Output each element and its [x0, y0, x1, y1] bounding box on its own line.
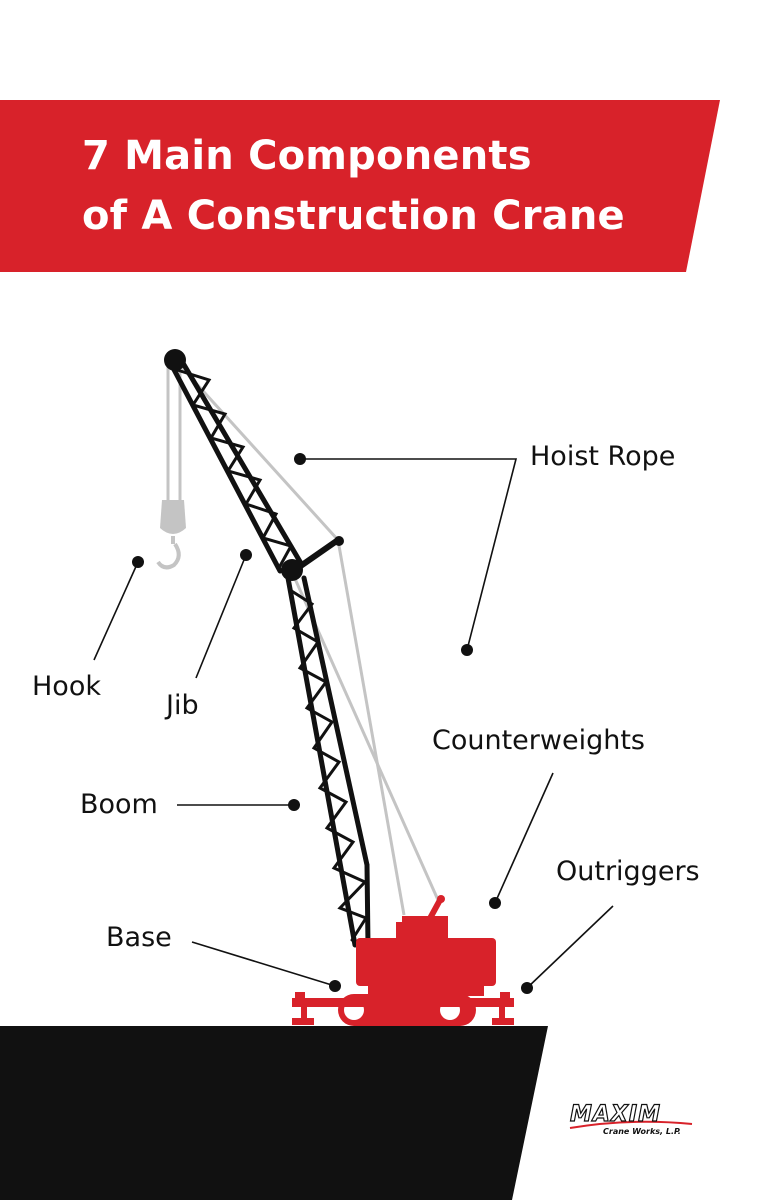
gantry-pin [334, 536, 344, 546]
page-title: 7 Main Components of A Construction Cran… [82, 126, 682, 246]
leader-lines [93, 458, 614, 989]
label-outriggers: Outriggers [556, 856, 700, 887]
label-hoist-rope: Hoist Rope [530, 441, 676, 472]
logo-tagline: Crane Works, L.P. [603, 1127, 681, 1136]
logo: MAXIM [569, 1101, 661, 1127]
title-banner [0, 100, 720, 272]
label-jib: Jib [166, 690, 199, 721]
logo-swoosh-icon [569, 1120, 693, 1129]
label-hook: Hook [32, 671, 101, 702]
crane-body [356, 895, 496, 996]
title-line-2: of A Construction Crane [82, 193, 625, 239]
title-line-1: 7 Main Components [82, 133, 532, 179]
leader-dots [132, 453, 533, 994]
jib-boom-pin [281, 559, 303, 581]
label-counterweights: Counterweights [432, 725, 645, 756]
hook-icon [156, 500, 186, 570]
boom-tip-pin [164, 349, 186, 371]
label-base: Base [106, 922, 172, 953]
label-boom: Boom [80, 789, 158, 820]
crawler-base [292, 992, 514, 1026]
boom-lattice [285, 575, 371, 948]
ground [0, 1026, 548, 1200]
jib-lattice [167, 355, 305, 574]
hoist-rope-lines [166, 358, 440, 916]
